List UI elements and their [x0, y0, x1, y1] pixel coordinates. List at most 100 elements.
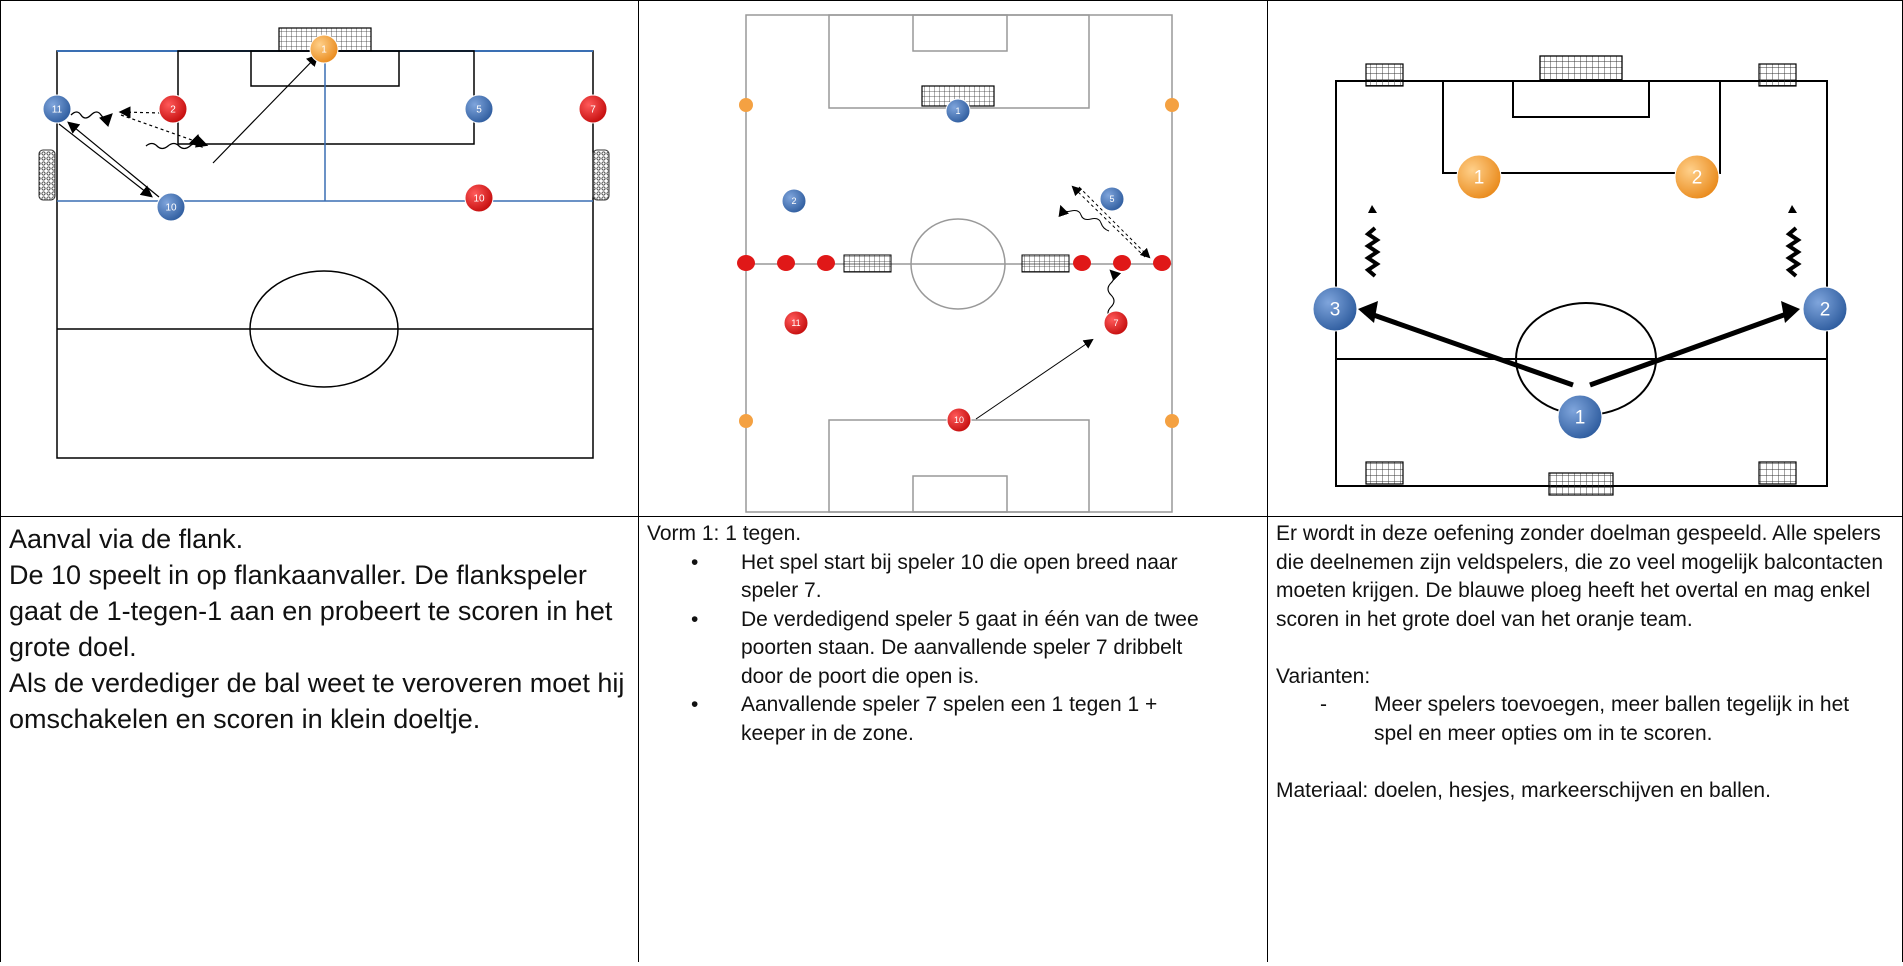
gate-goal-right-icon: [1021, 254, 1070, 273]
bottom-goal-icon: [1548, 472, 1614, 496]
drill3-players: 1 2 3 2 1: [1312, 154, 1848, 440]
list-item: •Het spel start bij speler 10 die open b…: [691, 550, 1178, 603]
cone-marker: [1165, 414, 1179, 428]
drill3-intro: Er wordt in deze oefening zonder doelman…: [1276, 522, 1884, 631]
player-marker-blue-11: 11: [42, 94, 72, 124]
drill2-players: 1 2 5 11 7 10: [781, 98, 1129, 433]
drill2-title: Vorm 1: 1 tegen.: [647, 522, 802, 545]
player-number: 2: [791, 196, 796, 206]
player-marker-blue-5: 5: [464, 94, 494, 124]
player-marker-red-10: 10: [946, 407, 972, 433]
bullet-icon: •: [691, 693, 699, 716]
goal-area-top: [912, 14, 1008, 52]
dribble-arrow-left: [1364, 226, 1381, 278]
goal-area: [1512, 80, 1650, 118]
gate-goal-left-icon: [843, 254, 892, 273]
small-goal-icon: [1365, 461, 1404, 485]
player-marker-blue-5: 5: [1099, 186, 1125, 212]
small-goal-right-icon: [592, 149, 610, 201]
player-number: 5: [1109, 194, 1114, 204]
player-number: 1: [1575, 408, 1586, 429]
player-number: 11: [52, 105, 63, 116]
small-goal-left-icon: [38, 149, 56, 201]
table-row-divider: [0, 516, 1903, 517]
drill2-cones: [737, 98, 1179, 428]
arrowhead-right: [1781, 301, 1800, 323]
drill3-pitch-svg: 1 2 3 2 1: [1312, 55, 1848, 496]
player-marker-red-7: 7: [578, 94, 608, 124]
player-marker-blue-1: 1: [1557, 394, 1603, 440]
table-border-top: [0, 0, 1903, 1]
player-number: 2: [1820, 300, 1831, 321]
drill1-title: Aanval via de flank.: [9, 524, 244, 554]
pass-arrow: [67, 121, 160, 198]
player-number: 2: [170, 105, 176, 116]
drill1-players: 11 2 1 5 7 10 10: [42, 34, 608, 222]
drill3-diagram: 1 2 3 2 1: [1268, 1, 1902, 516]
center-circle: [910, 218, 1006, 310]
cone-marker: [1153, 255, 1171, 271]
main-goal-icon: [1539, 55, 1623, 81]
goal-area-bottom: [912, 475, 1008, 513]
table-border-left: [0, 0, 1, 962]
bullet-icon: •: [691, 607, 699, 631]
player-marker-blue-1: 1: [945, 98, 971, 124]
cone-marker: [777, 255, 795, 271]
player-number: 5: [476, 105, 482, 116]
cone-marker: [1073, 255, 1091, 271]
pass-arrow-right: [1589, 309, 1793, 388]
player-marker-blue-2: 2: [781, 188, 807, 214]
drill2-pitch-svg: 1 2 5 11 7 10: [737, 14, 1179, 513]
dribble-arrow: [1058, 204, 1110, 232]
dribble-arrow-right: [1785, 226, 1802, 278]
list-item: •De verdedigend speler 5 gaat in één van…: [691, 607, 1199, 688]
cone-marker: [737, 255, 755, 271]
drill1-paragraph: De 10 speelt in op flankaanvaller. De fl…: [9, 560, 613, 662]
player-marker-blue-2: 2: [1802, 286, 1848, 332]
center-circle: [249, 270, 399, 388]
player-number: 11: [791, 318, 800, 328]
drill1-diagram: 11 2 1 5 7 10 10: [1, 1, 638, 516]
drill3-material: Materiaal: doelen, hesjes, markeerschijv…: [1276, 778, 1771, 802]
cone-marker: [739, 414, 753, 428]
pass-arrow-left: [1364, 309, 1574, 388]
player-number: 2: [1692, 168, 1703, 189]
player-number: 10: [473, 194, 485, 205]
small-goal-icon: [1758, 63, 1797, 87]
player-number: 1: [1474, 168, 1485, 189]
drill3-variants-label: Varianten:: [1276, 664, 1371, 688]
player-number: 1: [321, 45, 327, 56]
pass-arrow-dashed: [1071, 185, 1146, 258]
shot-arrow: [212, 54, 319, 164]
dribble-arrow: [1107, 269, 1122, 320]
player-number: 10: [165, 203, 177, 214]
table-column-divider: [1267, 0, 1268, 962]
small-goal-icon: [1365, 63, 1404, 87]
player-number: 7: [1113, 318, 1118, 328]
drill1-description: Aanval via de flank. De 10 speelt in op …: [1, 517, 638, 966]
player-number: 10: [954, 415, 964, 425]
player-marker-red-7: 7: [1103, 310, 1129, 336]
penalty-area: [177, 50, 475, 145]
player-marker-red-11: 11: [783, 310, 809, 336]
player-number: 3: [1330, 300, 1341, 321]
pass-arrow: [58, 123, 153, 198]
pass-arrow-dashed: [118, 106, 162, 119]
player-marker-orange-2: 2: [1674, 154, 1720, 200]
drill1-pitch-svg: 11 2 1 5 7 10 10: [38, 27, 610, 459]
cone-marker: [1165, 98, 1179, 112]
pass-arrow-dashed: [1078, 186, 1151, 259]
cone-marker: [739, 98, 753, 112]
small-goal-icon: [1758, 461, 1797, 485]
player-marker-red-2: 2: [158, 94, 188, 124]
drill2-description: Vorm 1: 1 tegen. •Het spel start bij spe…: [639, 517, 1267, 965]
drill2-diagram: 1 2 5 11 7 10: [639, 1, 1267, 516]
drill2-bullet-list: •Het spel start bij speler 10 die open b…: [647, 549, 1267, 749]
player-marker-orange-1: 1: [309, 34, 339, 64]
bullet-icon: •: [691, 550, 699, 574]
cone-marker: [1113, 255, 1131, 271]
cone-marker: [817, 255, 835, 271]
player-marker-red-10: 10: [464, 183, 494, 213]
player-number: 1: [955, 106, 960, 116]
